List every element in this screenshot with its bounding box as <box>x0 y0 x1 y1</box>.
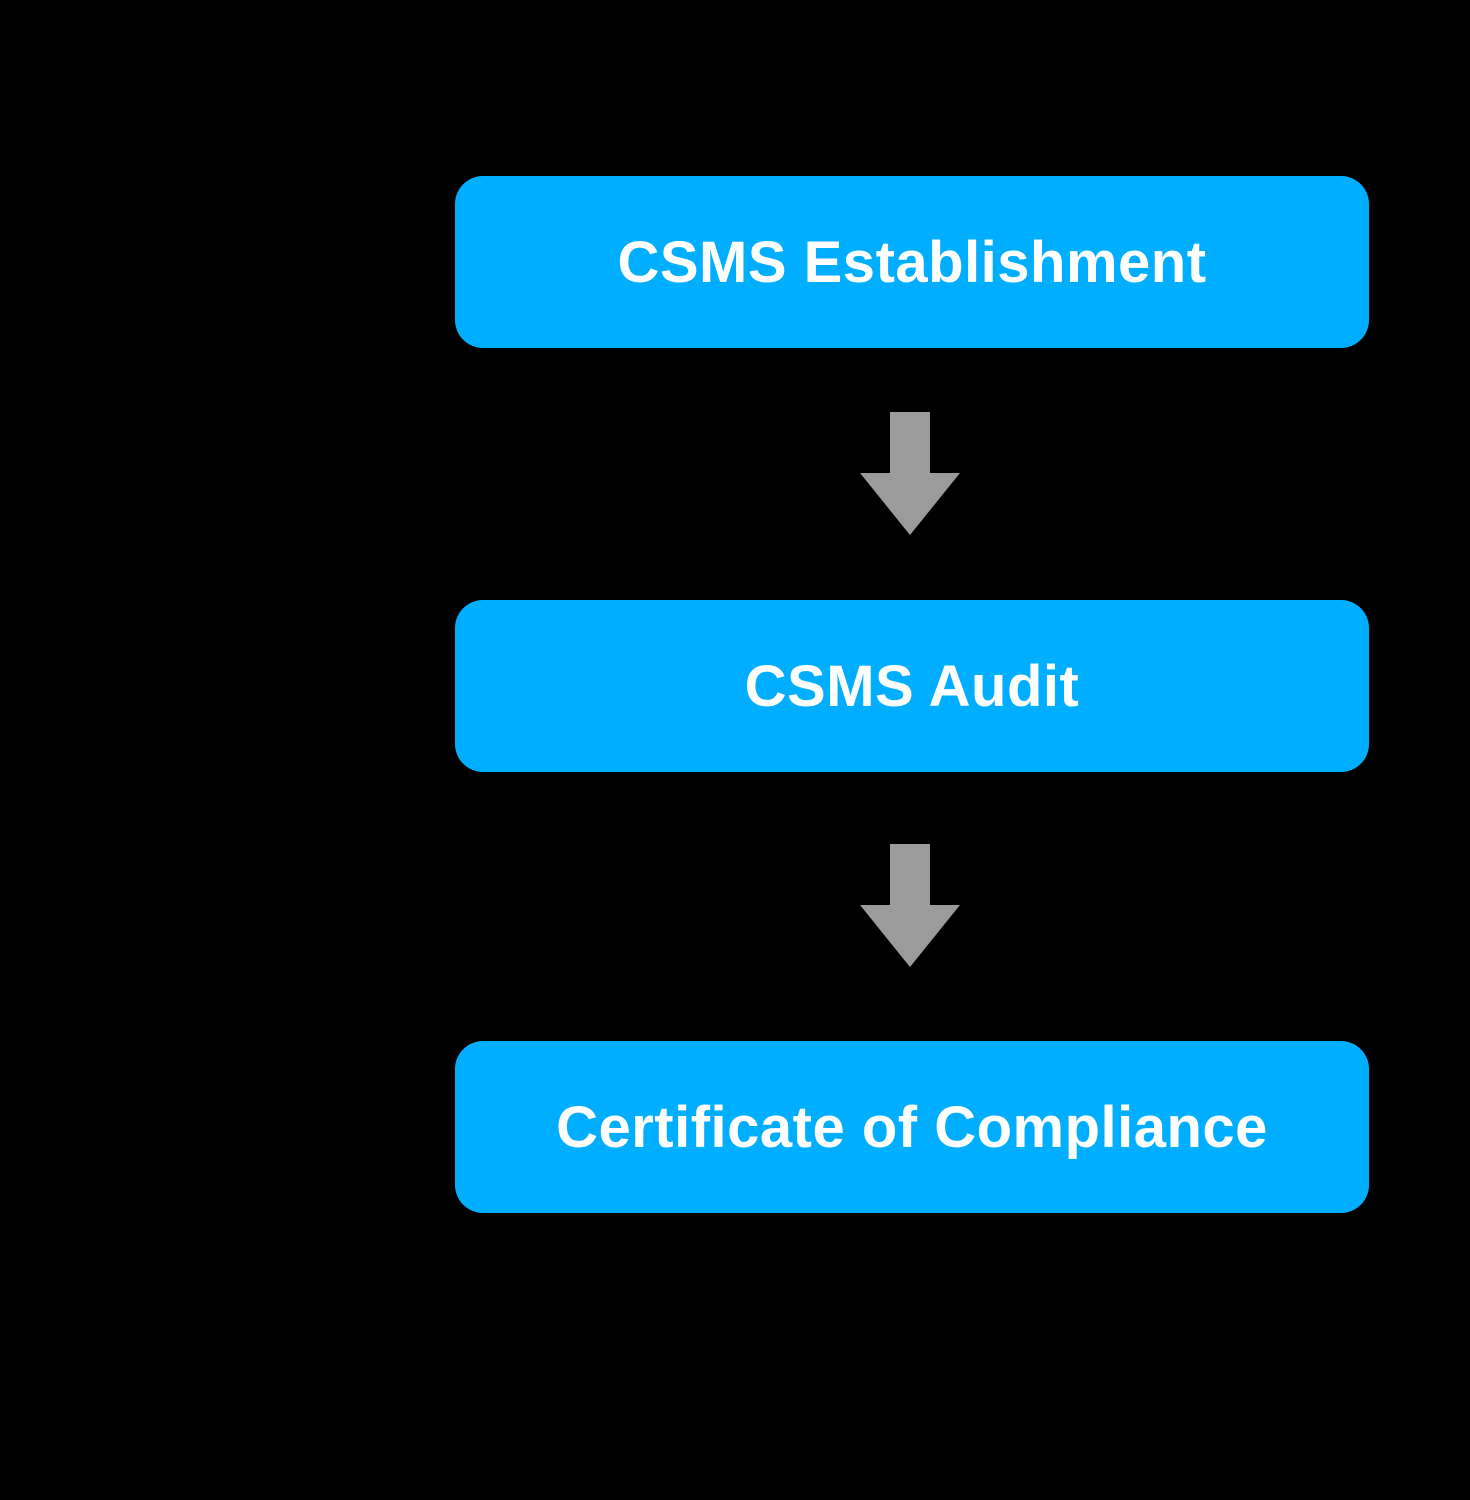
flow-node-csms-audit: CSMS Audit <box>455 600 1369 772</box>
flow-node-label: CSMS Establishment <box>617 229 1207 295</box>
flow-node-certificate-of-compliance: Certificate of Compliance <box>455 1041 1369 1213</box>
down-arrow-icon <box>860 412 960 535</box>
down-arrow-icon <box>860 844 960 967</box>
flow-node-label: Certificate of Compliance <box>556 1094 1268 1160</box>
flow-node-label: CSMS Audit <box>744 653 1080 719</box>
flow-node-csms-establishment: CSMS Establishment <box>455 176 1369 348</box>
